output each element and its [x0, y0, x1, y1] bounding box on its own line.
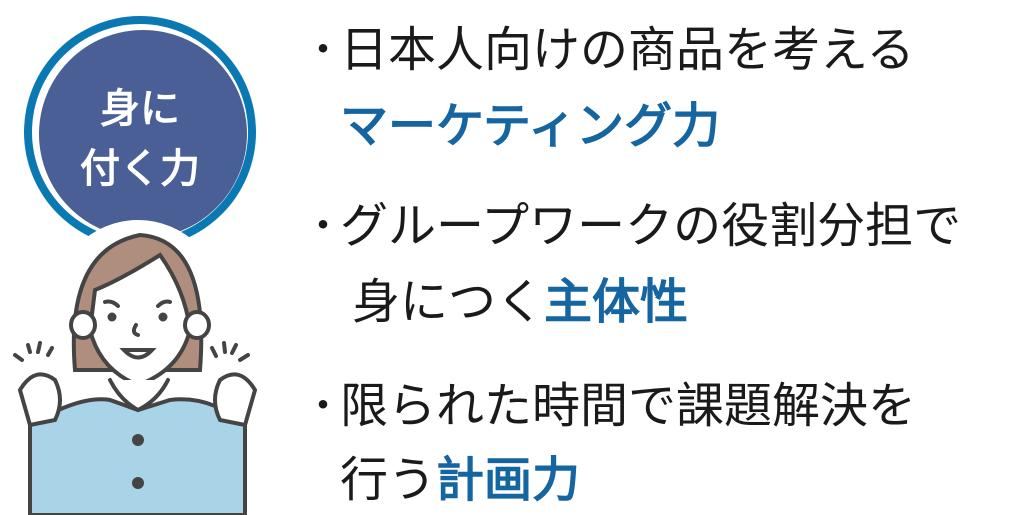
bullet-marker: ・	[303, 27, 343, 73]
bullet-3-text: 限られた時間で課題解決を	[340, 378, 917, 434]
bullet-2-highlight: 主体性	[544, 274, 689, 330]
bullet-marker: ・	[303, 203, 343, 249]
bullet-3-prefix: 行う	[340, 452, 437, 508]
bullet-3-highlight: 計画力	[436, 452, 581, 508]
bullet-1-highlight: マーケティング力	[340, 98, 721, 154]
badge-title-line2: 付く力	[80, 146, 200, 192]
bullet-2-line2: 身につく主体性	[352, 272, 688, 332]
bullet-3-line2: 行う計画力	[340, 450, 580, 510]
woman-icon	[13, 232, 258, 515]
bullet-2-text: グループワークの役割分担で	[340, 198, 962, 254]
bullet-1-text: 日本人向けの商品を考える	[340, 22, 915, 78]
bullet-2-prefix: 身につく	[352, 274, 545, 330]
badge-title-line1: 身に	[100, 86, 180, 132]
illustration	[13, 16, 258, 515]
bullet-marker: ・	[303, 383, 343, 429]
badge-circle	[39, 30, 247, 238]
